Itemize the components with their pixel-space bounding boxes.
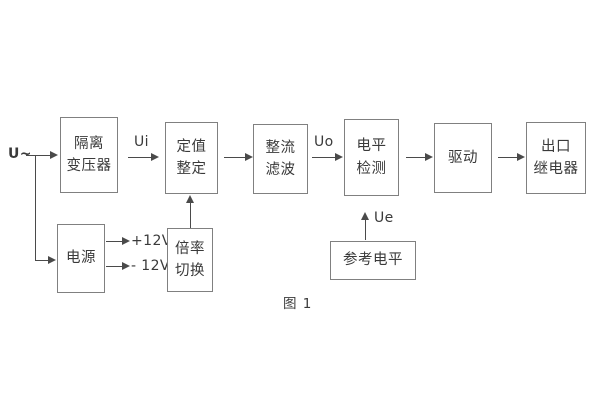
input-source-label: U~ [8, 146, 32, 162]
block-setpoint-line1: 定值 [176, 138, 207, 155]
branch-to-power-supply-line [35, 260, 49, 261]
block-driver-line1: 驱动 [448, 149, 478, 166]
block-rectifier-filter-line1: 整流 [265, 139, 296, 156]
block-power-supply[interactable]: 电源 [57, 224, 105, 293]
level-detect-to-driver-line [406, 157, 426, 158]
setpoint-to-rectifier-arrow-icon [245, 152, 253, 161]
block-output-relay-line1: 出口 [541, 138, 571, 155]
rail-positive-arrow-icon [122, 236, 130, 245]
ui-arrow-icon [151, 152, 159, 161]
multiplier-to-setpoint-line [190, 202, 191, 228]
ue-arrow-icon [360, 212, 369, 220]
multiplier-to-setpoint-arrow-icon [185, 195, 194, 203]
rail-positive-label: +12V [131, 233, 172, 249]
block-rectifier-filter[interactable]: 整流 滤波 [253, 124, 308, 194]
block-isolation-transformer[interactable]: 隔离 变压器 [60, 117, 118, 193]
block-setpoint[interactable]: 定值 整定 [165, 122, 218, 194]
rail-negative-line [106, 266, 123, 267]
block-driver[interactable]: 驱动 [434, 123, 492, 193]
ui-arrow-line [128, 157, 152, 158]
block-setpoint-line2: 整定 [176, 161, 207, 177]
block-multiplier-switch-line2: 切换 [175, 263, 205, 279]
setpoint-to-rectifier-line [224, 157, 246, 158]
block-level-detect[interactable]: 电平 检测 [344, 119, 399, 196]
block-isolation-transformer-line2: 变压器 [66, 158, 112, 174]
input-split-bus-line [35, 155, 36, 260]
block-output-relay-line2: 继电器 [533, 161, 579, 177]
block-multiplier-switch-line1: 倍率 [175, 240, 205, 257]
uo-arrow-icon [335, 152, 343, 161]
figure-caption: 图 1 [283, 296, 313, 312]
block-rectifier-filter-line2: 滤波 [265, 162, 296, 178]
driver-to-relay-line [498, 157, 518, 158]
branch-to-transformer-arrow-icon [50, 150, 58, 159]
block-power-supply-line1: 电源 [66, 250, 96, 267]
block-reference-level[interactable]: 参考电平 [330, 241, 416, 280]
rail-negative-label: - 12V [131, 258, 170, 274]
block-level-detect-line2: 检测 [356, 160, 387, 177]
block-reference-level-line1: 参考电平 [343, 252, 403, 269]
block-isolation-transformer-line1: 隔离 [74, 135, 104, 152]
branch-to-transformer-line [35, 155, 51, 156]
signal-ue-label: Ue [374, 210, 394, 226]
uo-arrow-line [312, 157, 336, 158]
signal-uo-label: Uo [314, 134, 334, 150]
level-detect-to-driver-arrow-icon [425, 152, 433, 161]
ue-arrow-line [365, 219, 366, 240]
rail-positive-line [106, 241, 123, 242]
driver-to-relay-arrow-icon [517, 152, 525, 161]
block-level-detect-line1: 电平 [356, 138, 387, 155]
block-output-relay[interactable]: 出口 继电器 [526, 122, 586, 194]
signal-ui-label: Ui [134, 134, 149, 150]
block-multiplier-switch[interactable]: 倍率 切换 [167, 228, 213, 292]
rail-negative-arrow-icon [122, 261, 130, 270]
input-feed-line [26, 155, 36, 156]
branch-to-power-supply-arrow-icon [48, 255, 56, 264]
